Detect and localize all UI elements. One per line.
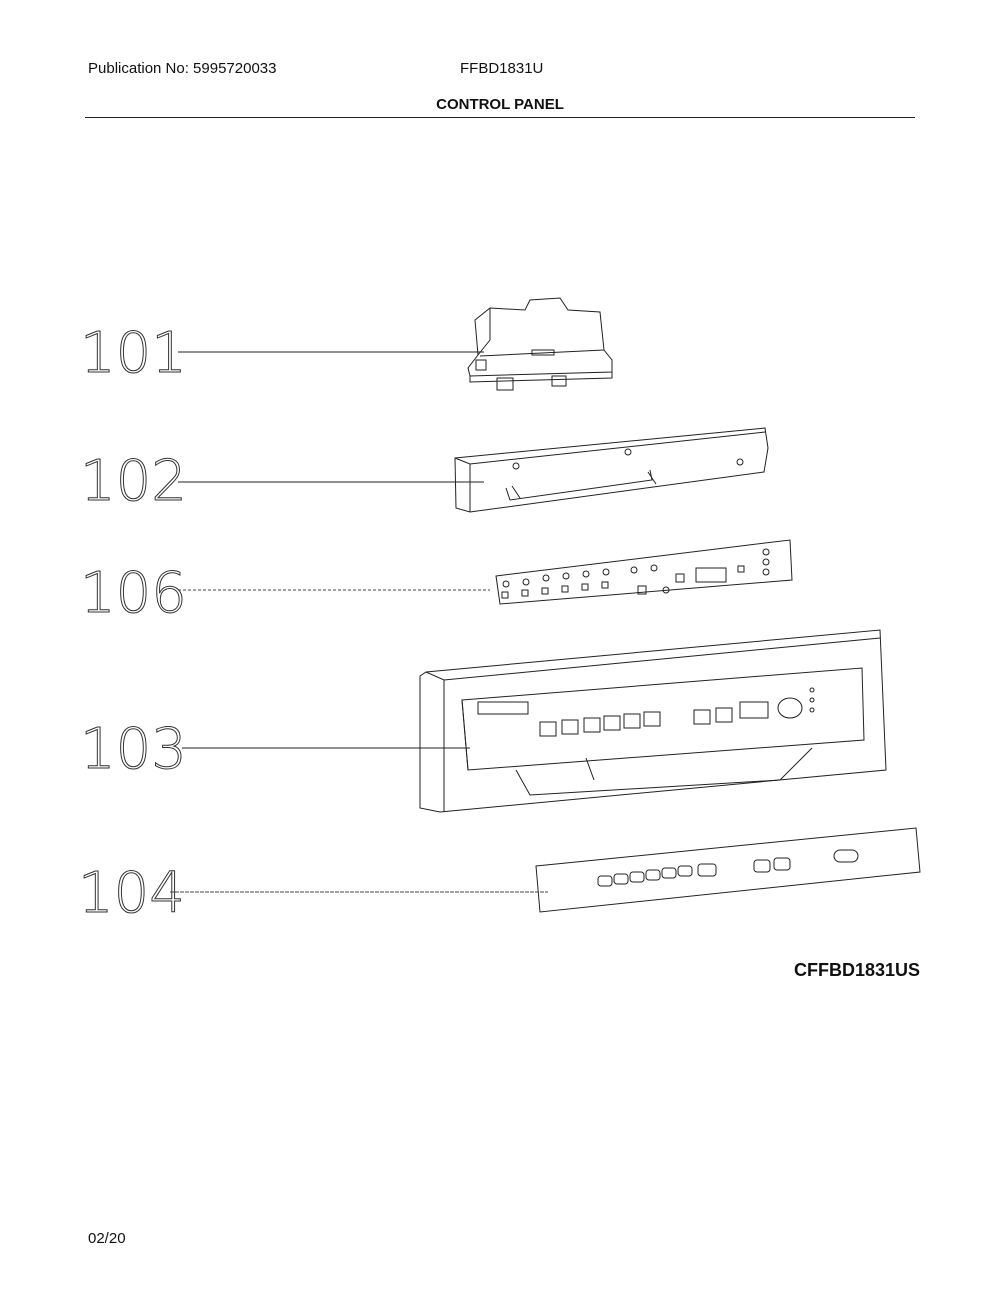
callout-106: 106 — [80, 561, 187, 626]
callout-101: 101 — [80, 321, 187, 386]
part-102-drawing — [454, 427, 769, 513]
part-106-drawing — [495, 539, 793, 605]
callout-104: 104 — [78, 861, 185, 926]
part-103-drawing — [419, 629, 887, 813]
callout-103: 103 — [80, 717, 187, 782]
model-variant-label: CFFBD1831US — [793, 960, 920, 980]
model-number: FFBD1831U — [460, 60, 544, 77]
publication-date: 02/20 — [88, 1230, 126, 1247]
part-101-drawing — [467, 297, 613, 391]
callout-102: 102 — [80, 449, 187, 514]
publication-number: Publication No: 5995720033 — [88, 60, 277, 77]
part-104-drawing — [535, 827, 921, 913]
section-title: CONTROL PANEL — [436, 96, 564, 113]
header-divider — [85, 117, 915, 118]
